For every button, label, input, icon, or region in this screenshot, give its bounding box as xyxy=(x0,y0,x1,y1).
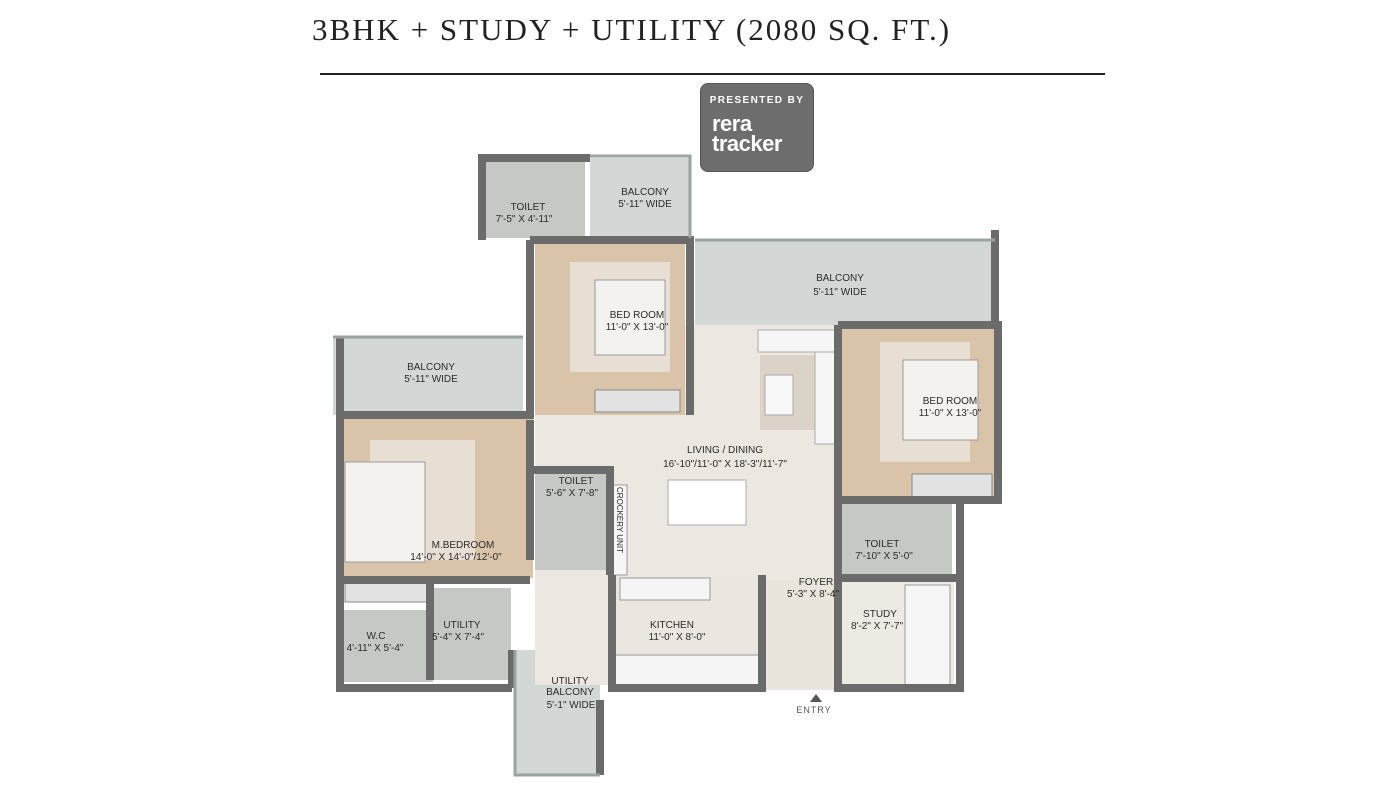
toilet-right-floor xyxy=(842,502,952,574)
utility-balcony-name2: BALCONY xyxy=(546,687,594,698)
wardrobe-right xyxy=(911,473,993,499)
bedroom-top-size: 11'-0" X 13'-0" xyxy=(606,322,669,333)
master-size: 14'-0" X 14'-0"/12'-0" xyxy=(410,552,502,563)
balcony-left-name: BALCONY xyxy=(407,362,455,373)
toilet-top-name: TOILET xyxy=(511,202,546,213)
living-size: 16'-10"/11'-0" X 18'-3"/11'-7" xyxy=(663,459,787,470)
badge-logo-line2: tracker xyxy=(712,131,782,156)
coffee-table xyxy=(764,374,794,416)
railings xyxy=(333,154,995,777)
bed-right xyxy=(902,359,979,441)
badge-presented-by: PRESENTED BY xyxy=(709,95,805,106)
foyer-name: FOYER xyxy=(799,577,833,588)
balcony-top-floor xyxy=(590,158,690,238)
utility-name: UTILITY xyxy=(443,620,481,631)
badge-logo-line1: rera xyxy=(712,111,752,136)
balcony-left-floor xyxy=(333,337,523,415)
toilet-right-size: 7'-10" X 5'-0" xyxy=(855,551,913,562)
wc-name: W.C xyxy=(367,631,386,642)
balcony-right-floor xyxy=(695,240,995,325)
foyer-size: 5'-3" X 8'-4" xyxy=(787,589,840,600)
balcony-left-size: 5'-11" WIDE xyxy=(404,374,458,385)
walls xyxy=(336,154,1002,775)
wc-floor xyxy=(343,610,433,682)
study-name: STUDY xyxy=(863,609,897,620)
utility-floor xyxy=(433,588,511,680)
presented-by-badge: PRESENTED BY rera tracker xyxy=(700,83,814,172)
kitchen-name: KITCHEN xyxy=(650,620,694,631)
title-underline xyxy=(320,73,1105,75)
bed-top xyxy=(594,279,666,356)
entry-label: ENTRY xyxy=(796,705,831,715)
toilet-top-floor xyxy=(485,160,585,238)
living-name: LIVING / DINING xyxy=(687,445,763,456)
balcony-right-name: BALCONY xyxy=(816,273,864,284)
bed-master xyxy=(344,461,426,563)
kitchen-counter xyxy=(619,577,711,601)
wc-size: 4'-11" X 5'-4" xyxy=(347,643,404,654)
toilet-mid-size: 5'-6" X 7'-8" xyxy=(546,488,599,499)
balcony-right-size: 5'-11" WIDE xyxy=(813,287,867,298)
dining-table xyxy=(667,479,747,526)
bedroom-right-size: 11'-0" X 13'-0" xyxy=(919,408,982,419)
utility-size: 5'-4" X 7'-4" xyxy=(432,632,485,643)
wardrobe-top xyxy=(594,389,681,413)
plan-title: 3BHK + STUDY + UTILITY (2080 SQ. FT.) xyxy=(312,12,952,47)
entry-arrow-icon xyxy=(810,694,822,702)
sofa-side xyxy=(814,351,838,445)
kitchen-size: 11'-0" X 8'-0" xyxy=(649,632,706,643)
badge-logo: rera tracker xyxy=(701,111,813,156)
bedroom-top-name: BED ROOM xyxy=(610,310,664,321)
study-desk xyxy=(904,584,951,686)
foyer-floor xyxy=(760,580,840,690)
toilet-right-name: TOILET xyxy=(865,539,900,550)
bedroom-right-name: BED ROOM xyxy=(923,396,977,407)
balcony-top-size: 5'-11" WIDE xyxy=(618,199,672,210)
study-size: 8'-2" X 7'-7" xyxy=(851,621,904,632)
toilet-mid-floor xyxy=(535,470,607,570)
utility-balcony-name1: UTILITY xyxy=(551,676,589,687)
sofa-top xyxy=(757,329,839,353)
kitchen-counter-bottom xyxy=(611,654,763,686)
balcony-top-name: BALCONY xyxy=(621,187,669,198)
toilet-top-size: 7'-5" X 4'-11" xyxy=(496,214,553,225)
utility-balcony-size: 5'-1" WIDE xyxy=(547,700,596,711)
toilet-mid-name: TOILET xyxy=(559,476,594,487)
master-name: M.BEDROOM xyxy=(432,540,495,551)
crockery-unit-label: CROCKERY UNIT xyxy=(615,487,624,553)
